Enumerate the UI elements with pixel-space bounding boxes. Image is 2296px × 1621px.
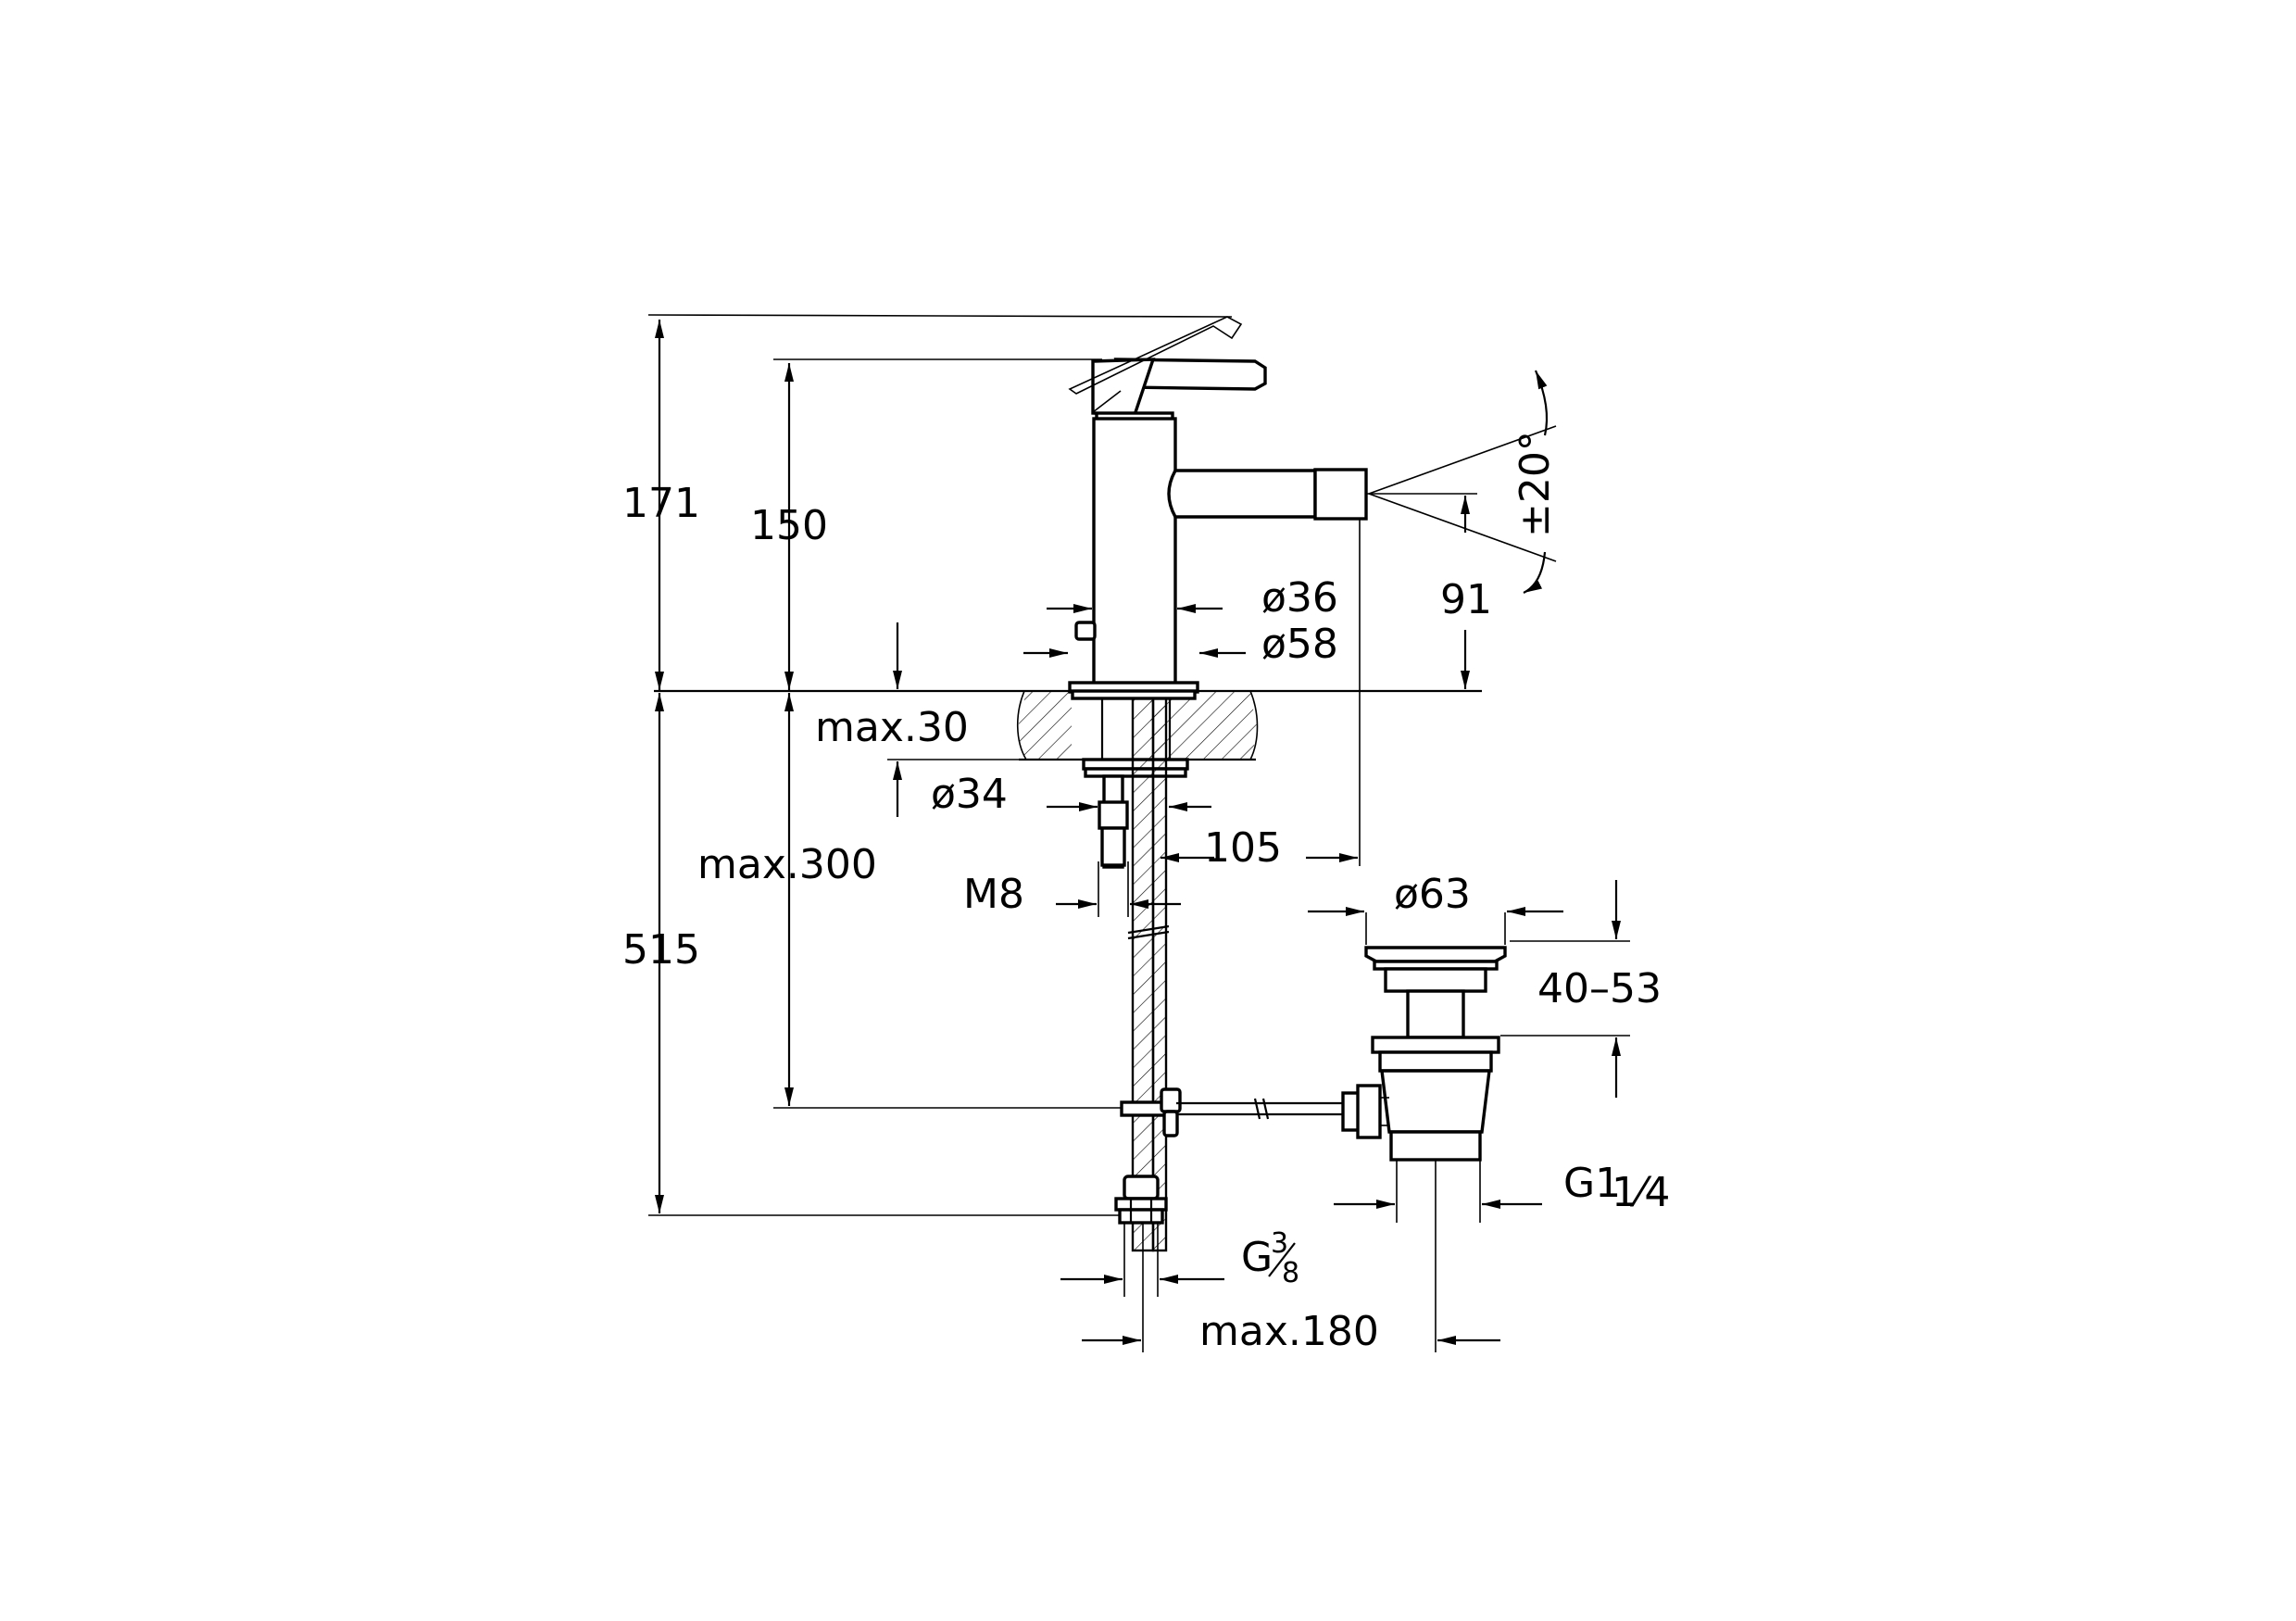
under-sink-assembly [1082,697,1343,1252]
g3-8-denominator: 8 [1282,1257,1299,1289]
diameter-34-label: ø34 [931,771,1008,818]
height-515-label: 515 [622,926,700,974]
mixer-body [1068,316,1368,700]
g1-quarter-fraction: 1⁄4 [1612,1169,1670,1216]
g3-8-main: G [1241,1234,1273,1281]
g3-8-label: G 3 8 [1241,1227,1299,1289]
waste-valve [1341,946,1507,1162]
g1-quarter-label: G1 1⁄4 [1563,1160,1670,1216]
g1-quarter-main: G1 [1563,1160,1621,1207]
height-150-label: 150 [750,502,828,549]
dimension-labels: 171 150 ø36 ø58 91 ±20° max.30 ø34 105 m… [622,431,1670,1355]
range-40-53-label: 40–53 [1537,965,1662,1012]
dimension-lines [647,314,1630,1352]
distance-105-label: 105 [1204,824,1282,872]
countertop-section [654,689,1482,761]
g3-8-numerator: 3 [1271,1227,1288,1260]
diameter-63-label: ø63 [1394,871,1471,918]
height-91-label: 91 [1440,576,1492,623]
height-171-label: 171 [622,480,700,527]
max-300-label: max.300 [697,841,877,888]
spray-angle-label: ±20° [1512,431,1559,537]
m8-thread-label: M8 [963,871,1024,918]
diameter-58-label: ø58 [1261,621,1338,668]
max-180-label: max.180 [1199,1308,1379,1355]
max-30-label: max.30 [815,704,969,751]
diameter-36-label: ø36 [1261,574,1338,622]
